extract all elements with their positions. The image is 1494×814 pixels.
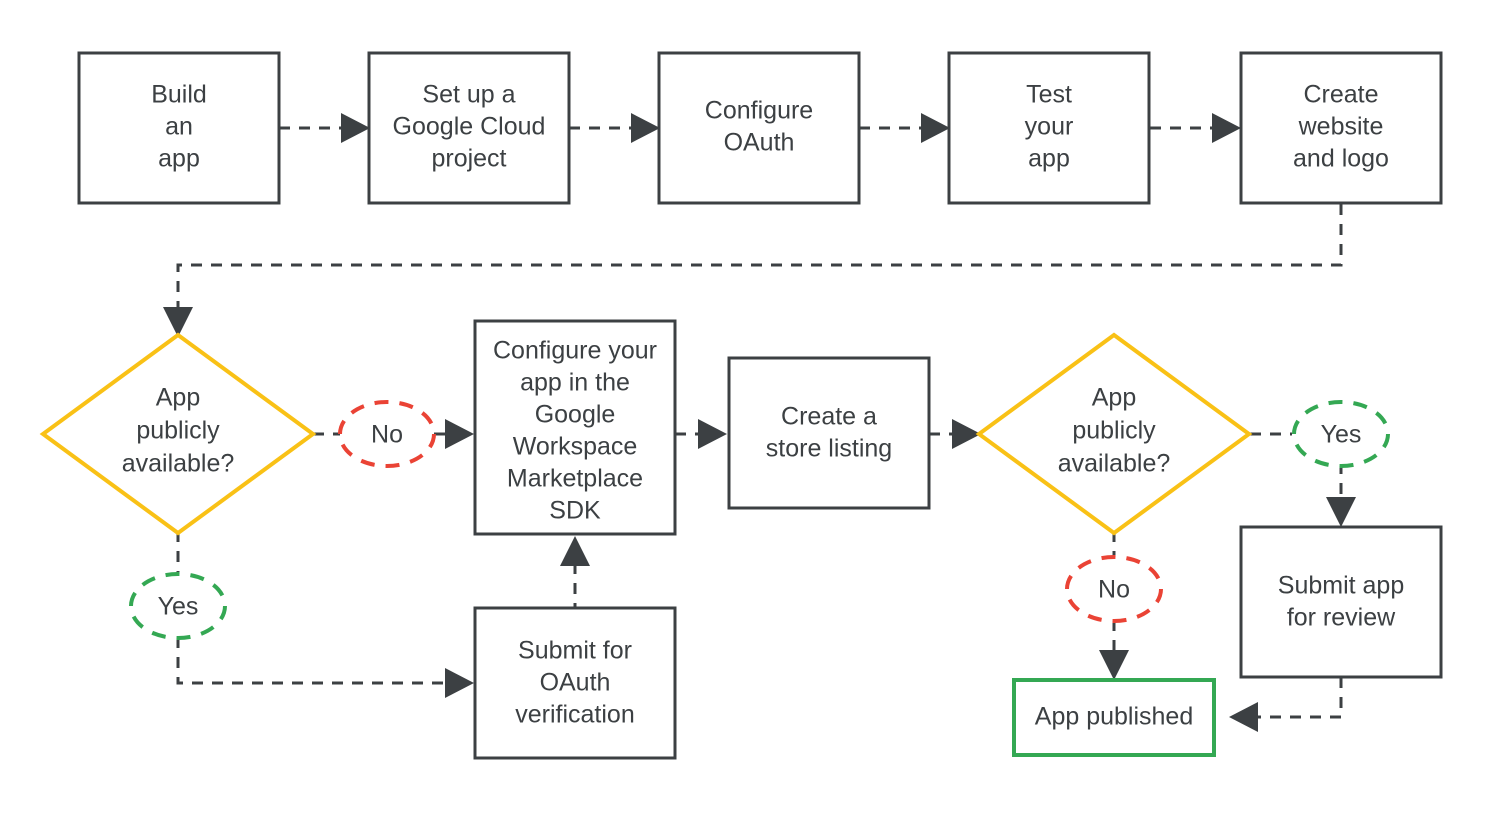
node-set-up-gcp-project[interactable]: Set up a Google Cloud project bbox=[367, 51, 571, 205]
node-configure-sdk-line-1: Configure your bbox=[493, 337, 657, 365]
edge-label-yes-text-1: Yes bbox=[158, 593, 199, 621]
node-submit-for-oauth-verification[interactable]: Submit for OAuth verification bbox=[473, 606, 677, 760]
node-configure-app-marketplace-sdk[interactable]: Configure your app in the Google Workspa… bbox=[473, 319, 677, 536]
node-create-website-line-2: website bbox=[1298, 113, 1384, 141]
node-submit-review-line-1: Submit app bbox=[1278, 572, 1404, 600]
node-submit-oauth-line-1: Submit for bbox=[518, 637, 632, 665]
node-configure-sdk-line-4: Workspace bbox=[513, 433, 638, 461]
node-create-website-and-logo[interactable]: Create website and logo bbox=[1239, 51, 1443, 205]
node-set-up-gcp-line-2: Google Cloud bbox=[393, 113, 546, 141]
node-submit-oauth-line-3: verification bbox=[515, 701, 635, 729]
node-decision-one-line-1: App bbox=[156, 384, 200, 412]
connector-setup-to-oauth bbox=[569, 113, 660, 143]
connector-configuresdk-to-storelisting bbox=[675, 419, 727, 449]
connector-test-to-createwebsite bbox=[1150, 113, 1241, 143]
node-configure-sdk-line-2: app in the bbox=[520, 369, 630, 397]
edge-label-no-text-1: No bbox=[371, 421, 403, 449]
connector-oauth-to-test bbox=[859, 113, 950, 143]
connector-submitreview-to-published bbox=[1229, 677, 1343, 732]
node-build-an-app-line-3: app bbox=[158, 145, 200, 173]
node-decision-app-publicly-available-2[interactable]: App publicly available? bbox=[975, 332, 1253, 536]
node-submit-app-for-review[interactable]: Submit app for review bbox=[1239, 525, 1443, 679]
connector-decision-two-no bbox=[1099, 531, 1129, 680]
node-test-your-app-line-3: app bbox=[1028, 145, 1070, 173]
node-build-an-app-line-1: Build bbox=[151, 81, 207, 109]
node-decision-two-line-1: App bbox=[1092, 384, 1136, 412]
node-decision-two-line-2: publicly bbox=[1072, 417, 1156, 445]
connector-build-to-setup bbox=[279, 113, 370, 143]
connector-decision-one-yes bbox=[176, 531, 474, 698]
node-test-your-app-line-1: Test bbox=[1026, 81, 1072, 109]
node-configure-oauth[interactable]: Configure OAuth bbox=[657, 51, 861, 205]
node-configure-oauth-line-1: Configure bbox=[705, 97, 813, 125]
node-app-published-label: App published bbox=[1035, 703, 1193, 731]
node-decision-one-line-2: publicly bbox=[136, 417, 220, 445]
connector-createwebsite-to-decision-one bbox=[163, 204, 1343, 337]
node-set-up-gcp-line-3: project bbox=[431, 145, 506, 173]
node-store-listing-line-1: Create a bbox=[781, 403, 877, 431]
node-set-up-gcp-line-1: Set up a bbox=[422, 81, 515, 109]
node-app-published[interactable]: App published bbox=[1012, 678, 1216, 757]
node-test-your-app[interactable]: Test your app bbox=[947, 51, 1151, 205]
node-submit-review-line-2: for review bbox=[1287, 604, 1396, 632]
node-create-a-store-listing[interactable]: Create a store listing bbox=[727, 356, 931, 510]
node-store-listing-line-2: store listing bbox=[766, 435, 892, 463]
connector-oauthverify-to-configuresdk bbox=[560, 536, 590, 634]
node-create-website-line-1: Create bbox=[1303, 81, 1378, 109]
edge-label-decision-two-yes: Yes bbox=[1292, 400, 1390, 468]
node-configure-sdk-line-6: SDK bbox=[549, 497, 601, 525]
edge-label-yes-text-2: Yes bbox=[1321, 421, 1362, 449]
node-configure-oauth-line-2: OAuth bbox=[724, 129, 795, 157]
edge-label-no-text-2: No bbox=[1098, 576, 1130, 604]
node-decision-app-publicly-available-1[interactable]: App publicly available? bbox=[39, 332, 317, 536]
node-configure-sdk-line-5: Marketplace bbox=[507, 465, 643, 493]
edge-label-decision-one-yes: Yes bbox=[129, 572, 227, 640]
node-configure-sdk-line-3: Google bbox=[535, 401, 616, 429]
node-build-an-app-line-2: an bbox=[165, 113, 193, 141]
edge-label-decision-two-no: No bbox=[1065, 555, 1163, 623]
node-submit-oauth-line-2: OAuth bbox=[540, 669, 611, 697]
node-build-an-app[interactable]: Build an app bbox=[77, 51, 281, 205]
node-decision-one-line-3: available? bbox=[122, 450, 235, 478]
connector-storelisting-to-decision-two bbox=[929, 419, 981, 449]
node-create-website-line-3: and logo bbox=[1293, 145, 1389, 173]
edge-label-decision-one-no: No bbox=[338, 400, 436, 468]
connector-decision-two-yes bbox=[1250, 432, 1356, 527]
node-decision-two-line-3: available? bbox=[1058, 450, 1171, 478]
node-test-your-app-line-2: your bbox=[1025, 113, 1074, 141]
